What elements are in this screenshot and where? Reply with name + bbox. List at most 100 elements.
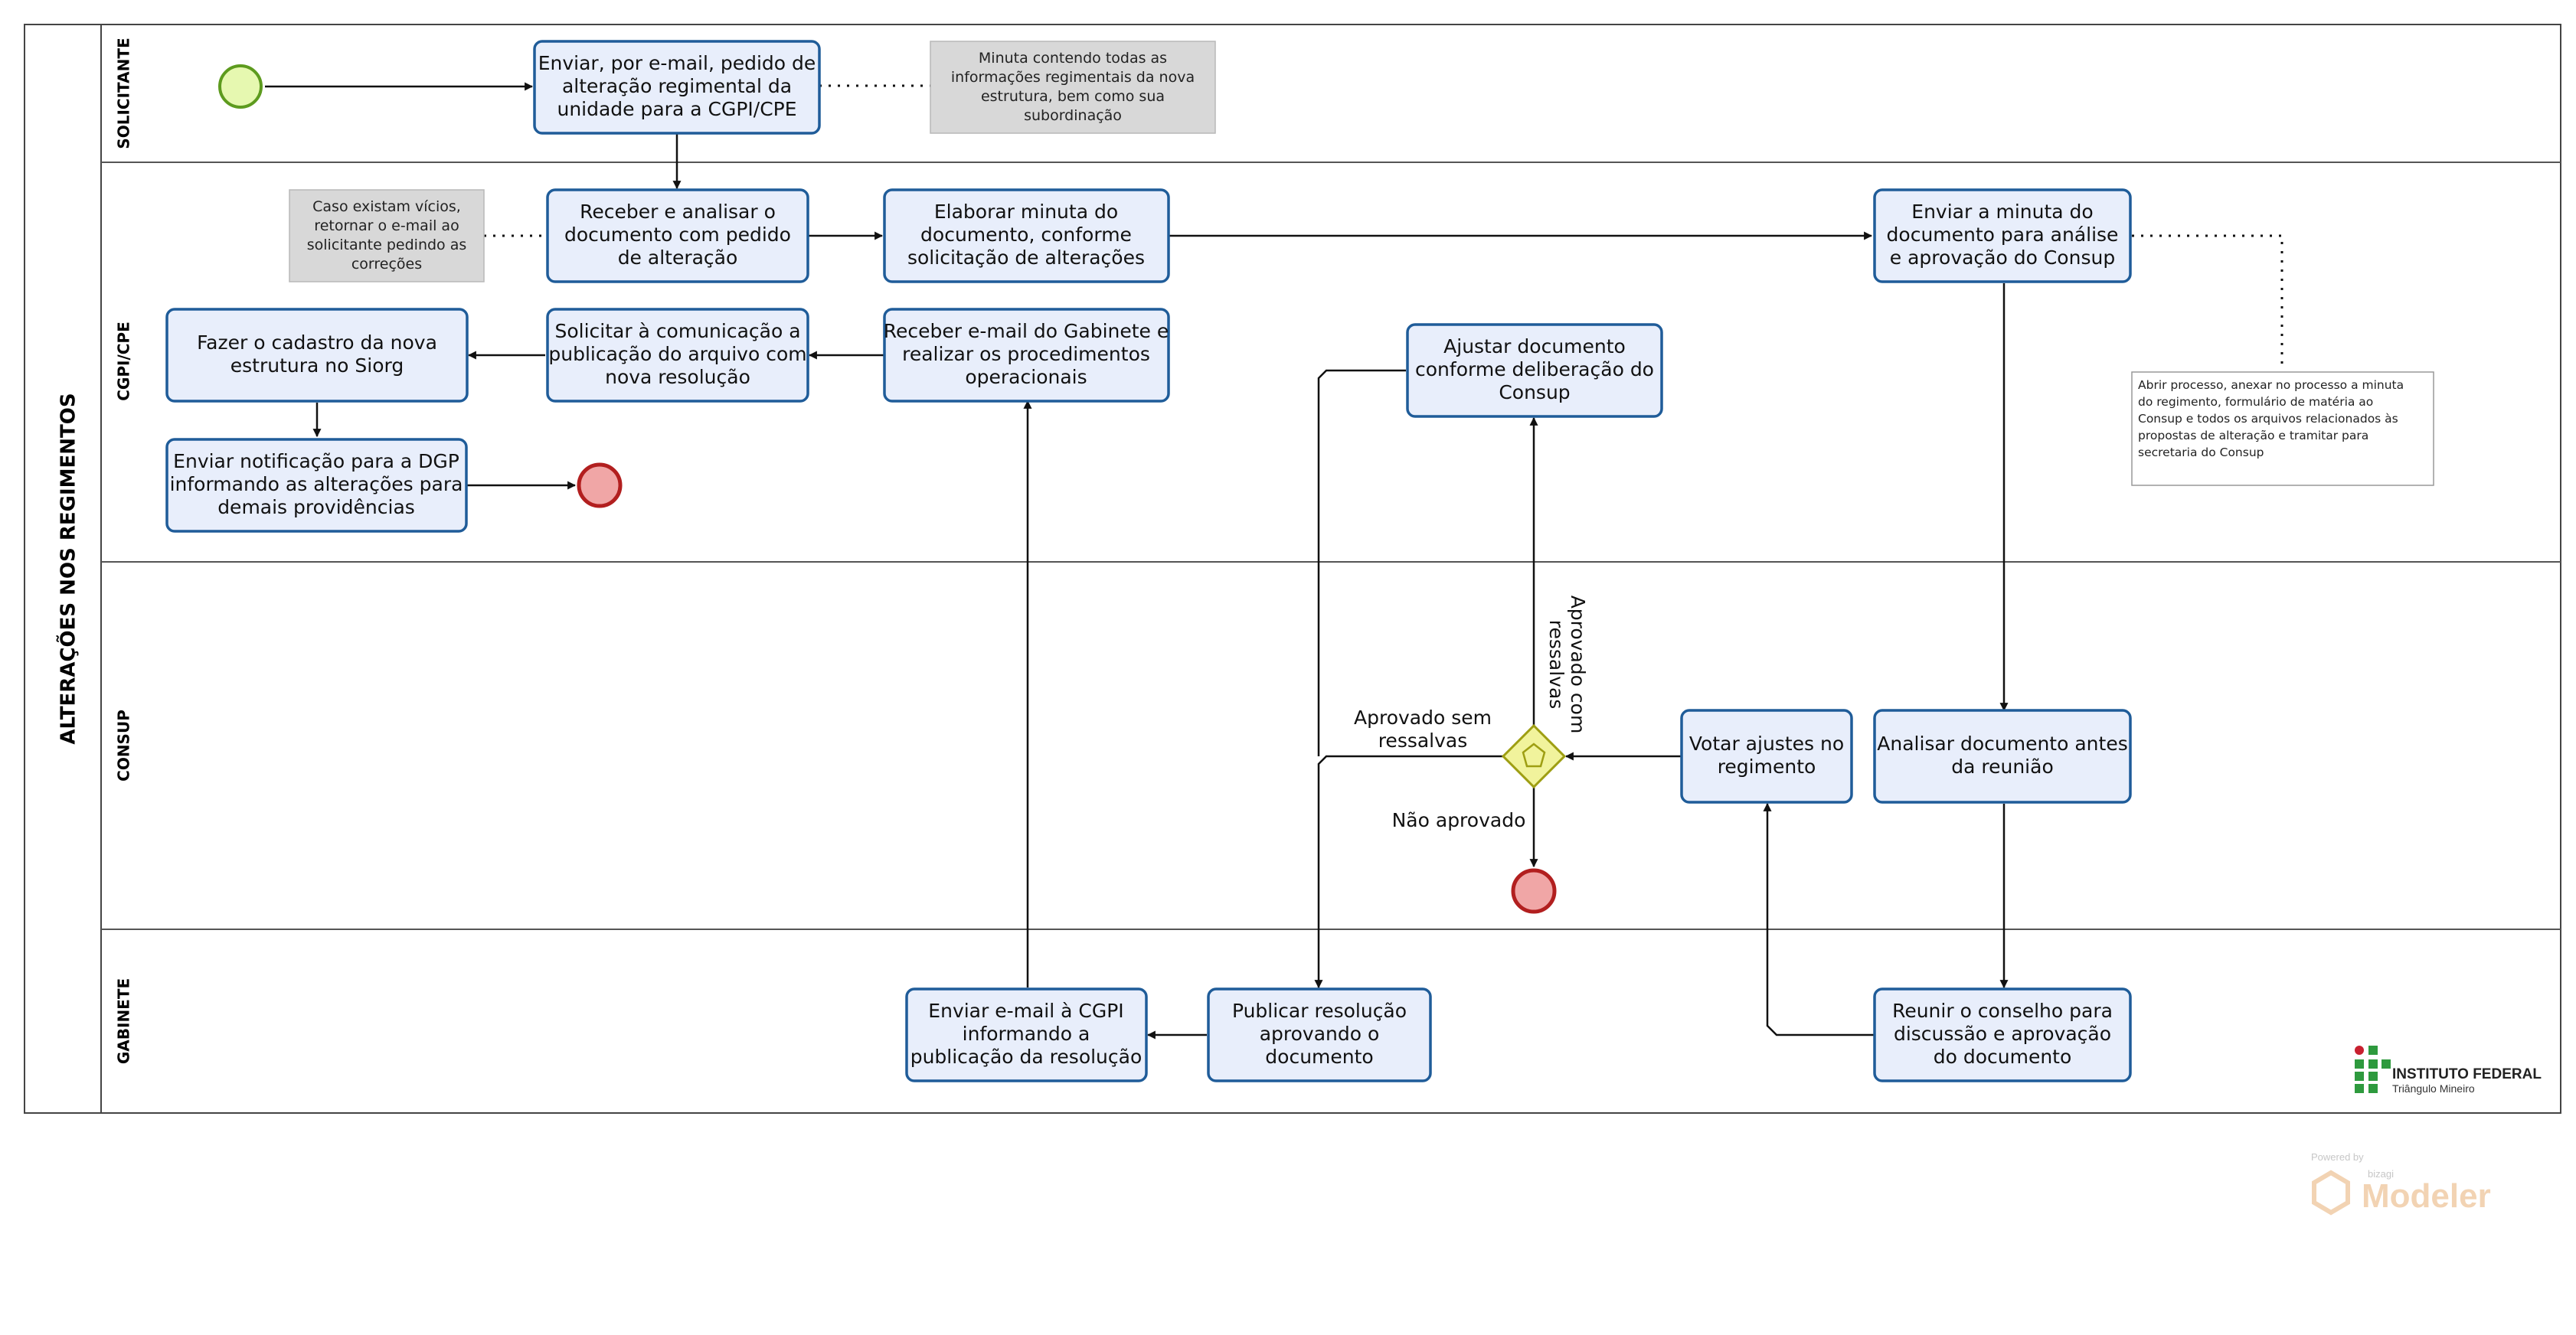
bizagi-watermark: Powered by bizagi Modeler [2311, 1151, 2491, 1216]
task-label: solicitação de alterações [907, 246, 1145, 269]
pool: ALTERAÇÕES NOS REGIMENTOS SOLICITANTE CG… [24, 24, 2561, 1114]
task-label: Consup [1499, 381, 1570, 403]
pool-border [24, 24, 2561, 1114]
note-line: solicitante pedindo as [307, 237, 467, 253]
task-elaborar-minuta[interactable]: Elaborar minuta do documento, conforme s… [883, 188, 1170, 283]
task-enviar-minuta-consup[interactable]: Enviar a minuta do documento para anális… [1873, 188, 2132, 283]
end-event-rejected [1511, 868, 1557, 914]
task-label: Enviar a minuta do [1911, 201, 2093, 223]
task-label: informando a [963, 1023, 1090, 1045]
task-solicitar-comunicacao[interactable]: Solicitar à comunicação a publicação do … [546, 308, 809, 403]
tasks: Enviar, por e-mail, pedido de alteração … [165, 40, 2132, 1082]
task-label: Votar ajustes no [1689, 733, 1844, 755]
end-event-published [577, 462, 623, 508]
decision-gateway [1501, 723, 1567, 789]
note-line: secretaria do Consup [2138, 446, 2264, 459]
task-enviar-notificacao-dgp[interactable]: Enviar notificação para a DGP informando… [165, 438, 468, 533]
associations [484, 84, 2283, 370]
task-label: de alteração [618, 246, 738, 269]
task-votar-ajustes[interactable]: Votar ajustes no regimento [1680, 709, 1853, 804]
task-analisar-documento[interactable]: Analisar documento antes da reunião [1873, 709, 2132, 804]
institute-logo-icon [2355, 1046, 2391, 1093]
note-line: do regimento, formulário de matéria ao [2138, 395, 2373, 409]
task-label: regimento [1718, 756, 1816, 778]
task-label: da reunião [1951, 756, 2054, 778]
institute-logo: INSTITUTO FEDERAL Triângulo Mineiro [2355, 1046, 2542, 1095]
task-ajustar-documento[interactable]: Ajustar documento conforme deliberação d… [1406, 323, 1663, 418]
flow-t8-t13 [1317, 369, 1406, 756]
label-approved-with-2: ressalvas [1545, 620, 1568, 710]
note-vicios: Caso existam vícios, retornar o e-mail a… [289, 189, 485, 282]
institute-name: INSTITUTO FEDERAL [2392, 1066, 2542, 1082]
task-label: Ajustar documento [1443, 335, 1626, 357]
task-label: Fazer o cadastro da nova [197, 331, 437, 354]
task-cadastro-siorg[interactable]: Fazer o cadastro da nova estrutura no Si… [165, 308, 469, 403]
flow-gateway-t13 [1314, 755, 1503, 989]
task-label: conforme deliberação do [1415, 358, 1654, 380]
start-event [218, 64, 263, 109]
task-label: unidade para a CGPI/CPE [557, 98, 796, 120]
note-line: retornar o e-mail ao [314, 217, 459, 234]
task-label: Receber e-mail do Gabinete e [884, 320, 1169, 342]
task-label: Enviar e-mail à CGPI [928, 1000, 1123, 1022]
note-line: subordinação [1024, 107, 1122, 124]
task-label: documento para análise [1887, 224, 2119, 246]
task-label: publicação do arquivo com [548, 343, 806, 365]
powered-by-label: Powered by [2311, 1151, 2364, 1163]
note-line: estrutura, bem como sua [981, 88, 1165, 105]
task-label: estrutura no Siorg [230, 354, 404, 377]
flow-labels: Aprovado com ressalvas Aprovado sem ress… [1354, 596, 1589, 831]
label-approved-without-1: Aprovado sem [1354, 707, 1492, 729]
note-line: Caso existam vícios, [312, 198, 461, 215]
lane-label-cgpi: CGPI/CPE [115, 322, 133, 401]
annotations: Minuta contendo todas as informações reg… [289, 41, 2434, 486]
institute-campus: Triângulo Mineiro [2392, 1082, 2475, 1095]
note-line: Consup e todos os arquivos relacionados … [2138, 412, 2398, 426]
events [218, 64, 1567, 914]
task-label: documento [1265, 1046, 1373, 1068]
task-enviar-email-cgpi[interactable]: Enviar e-mail à CGPI informando a public… [905, 987, 1148, 1082]
task-label: Solicitar à comunicação a [554, 320, 800, 342]
task-label: do documento [1934, 1046, 2072, 1068]
lane-label-solicitante: SOLICITANTE [115, 38, 133, 149]
association-t4-n3 [2132, 234, 2283, 370]
task-label: nova resolução [605, 366, 750, 388]
note-line: Minuta contendo todas as [979, 50, 1167, 67]
task-label: publicação da resolução [910, 1046, 1143, 1068]
task-receber-email-gabinete[interactable]: Receber e-mail do Gabinete e realizar os… [883, 308, 1170, 403]
label-approved-with-1: Aprovado com [1567, 596, 1589, 734]
note-line: correções [351, 256, 422, 273]
bizagi-hexagon-icon [2312, 1170, 2350, 1216]
task-label: Enviar, por e-mail, pedido de [538, 52, 816, 74]
note-line: propostas de alteração e tramitar para [2138, 429, 2368, 442]
task-publicar-resolucao[interactable]: Publicar resolução aprovando o documento [1207, 987, 1432, 1082]
note-minuta: Minuta contendo todas as informações reg… [930, 41, 1216, 134]
note-line: Abrir processo, anexar no processo a min… [2138, 378, 2404, 392]
task-enviar-pedido[interactable]: Enviar, por e-mail, pedido de alteração … [533, 40, 821, 135]
task-label: operacionais [965, 366, 1087, 388]
task-label: Reunir o conselho para [1892, 1000, 2113, 1022]
task-reunir-conselho[interactable]: Reunir o conselho para discussão e aprov… [1873, 987, 2132, 1082]
pool-title: ALTERAÇÕES NOS REGIMENTOS [56, 393, 80, 744]
label-not-approved: Não aprovado [1392, 809, 1526, 831]
task-receber-analisar[interactable]: Receber e analisar o documento com pedid… [546, 188, 809, 283]
task-label: e aprovação do Consup [1890, 246, 2115, 269]
flow-t14-t10 [1763, 802, 1875, 1036]
task-label: Analisar documento antes [1877, 733, 2127, 755]
lane-label-consup: CONSUP [115, 710, 133, 782]
sequence-flows [265, 82, 2009, 1040]
task-label: alteração regimental da [562, 75, 792, 97]
task-label: Enviar notificação para a DGP [173, 450, 459, 472]
task-label: realizar os procedimentos [902, 343, 1150, 365]
task-label: aprovando o [1260, 1023, 1380, 1045]
task-label: discussão e aprovação [1894, 1023, 2111, 1045]
task-label: informando as alterações para [170, 473, 463, 495]
lane-label-gabinete: GABINETE [115, 978, 133, 1064]
label-approved-without-2: ressalvas [1378, 730, 1468, 752]
modeler-label: Modeler [2362, 1177, 2491, 1215]
note-line: informações regimentais da nova [951, 69, 1195, 86]
task-label: demais providências [217, 496, 415, 518]
pentagon-icon [1522, 743, 1546, 768]
task-label: Elaborar minuta do [934, 201, 1118, 223]
